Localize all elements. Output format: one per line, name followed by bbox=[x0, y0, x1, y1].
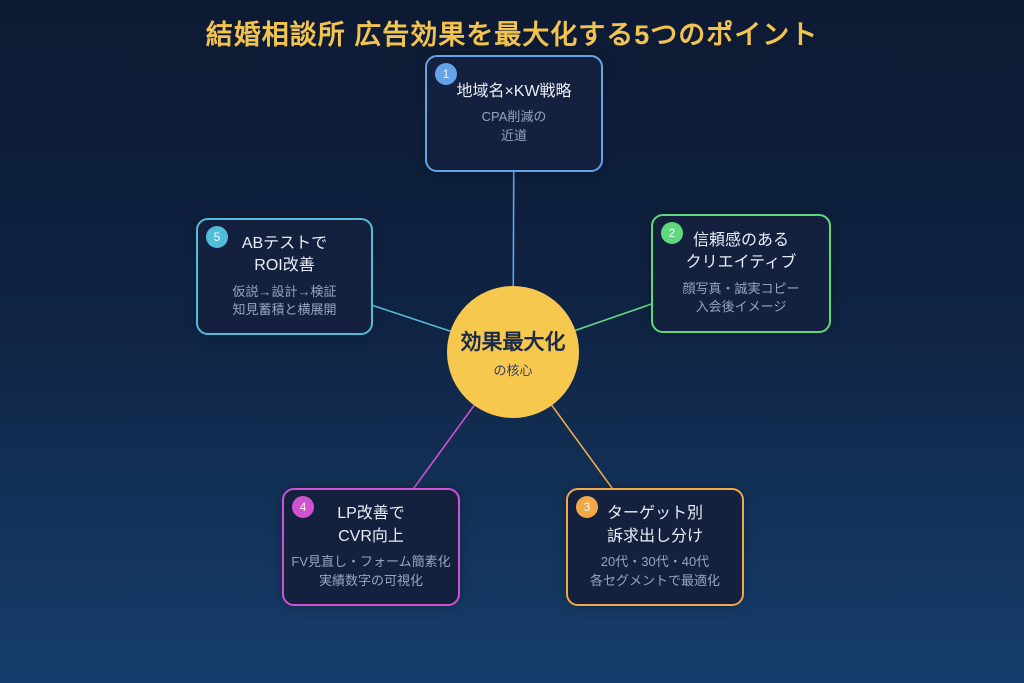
node-card-4-lp-cvr: 4 LP改善で CVR向上 FV見直し・フォーム簡素化 実績数字の可視化 bbox=[282, 488, 460, 606]
node-title: 信頼感のある クリエイティブ bbox=[685, 231, 797, 272]
node-title: 地域名×KW戦略 bbox=[456, 82, 572, 100]
node-card-3-targeting: 3 ターゲット別 訴求出し分け 20代・30代・40代 各セグメントで最適化 bbox=[566, 488, 744, 606]
node-badge-3: 3 bbox=[576, 496, 598, 518]
page-title: 結婚相談所 広告効果を最大化する5つのポイント bbox=[205, 20, 819, 50]
node-badge-4: 4 bbox=[292, 496, 314, 518]
node-title: ABテストで ROI改善 bbox=[241, 234, 328, 275]
node-badge-2: 2 bbox=[661, 222, 683, 244]
node-subtitle: 顔写真・誠実コピー 入会後イメージ bbox=[682, 280, 800, 315]
node-card-5-ab-test: 5 ABテストで ROI改善 仮説→設計→検証 知見蓄積と横展開 bbox=[196, 218, 373, 335]
node-card-2-creative: 2 信頼感のある クリエイティブ 顔写真・誠実コピー 入会後イメージ bbox=[651, 214, 831, 333]
node-subtitle: 20代・30代・40代 各セグメントで最適化 bbox=[589, 554, 720, 588]
node-badge-1: 1 bbox=[435, 63, 457, 85]
center-hub-circle: 効果最大化 の核心 bbox=[447, 286, 579, 418]
center-hub-title: 効果最大化 bbox=[460, 330, 566, 354]
center-hub-subtitle: の核心 bbox=[493, 362, 533, 378]
node-title: ターゲット別 訴求出し分け bbox=[606, 505, 703, 545]
node-title: LP改善で CVR向上 bbox=[337, 505, 405, 545]
node-subtitle: FV見直し・フォーム簡素化 実績数字の可視化 bbox=[291, 554, 451, 588]
node-subtitle: 仮説→設計→検証 知見蓄積と横展開 bbox=[232, 283, 337, 318]
node-subtitle: CPA削減の 近道 bbox=[481, 109, 547, 144]
node-badge-5: 5 bbox=[206, 226, 228, 248]
node-card-1-keyword-strategy: 1 地域名×KW戦略 CPA削減の 近道 bbox=[425, 55, 603, 172]
